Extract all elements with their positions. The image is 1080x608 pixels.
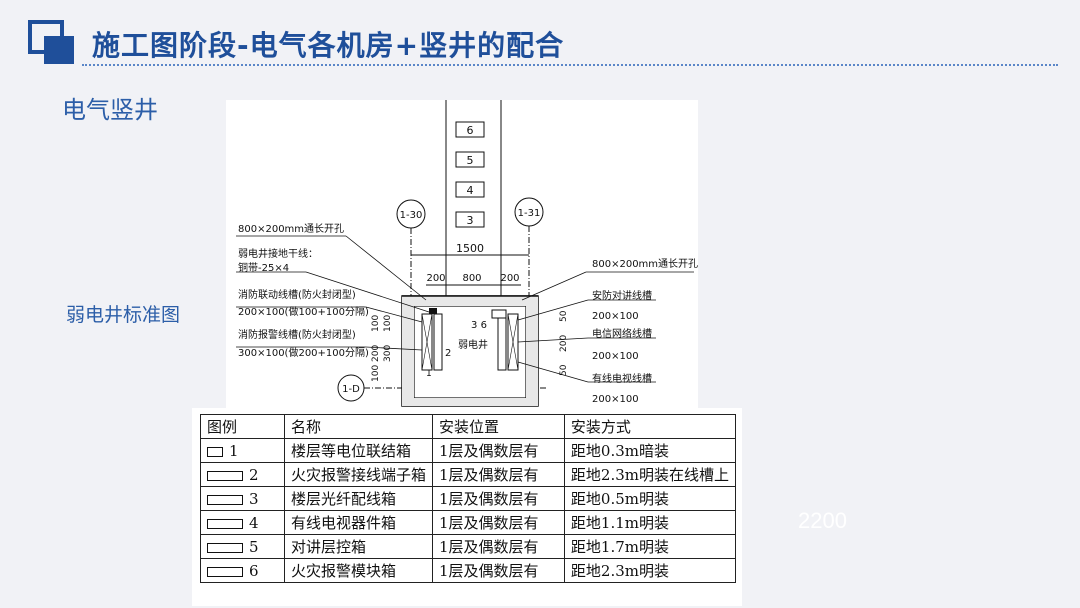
- table-row: 5 对讲层控箱 1层及偶数层有 距地1.7m明装: [200, 534, 737, 559]
- dim-mid: 800: [462, 273, 481, 284]
- drawing-caption: 弱电井标准图: [66, 304, 181, 326]
- note-right-0: 800×200mm通长开孔: [592, 258, 698, 270]
- legend-symbol: 1: [200, 438, 285, 463]
- stray-number: 2200: [798, 508, 847, 533]
- section-subtitle: 电气竖井: [62, 96, 158, 124]
- legend-header-method: 安装方式: [563, 414, 737, 439]
- floor-box-4: 4: [455, 181, 485, 198]
- legend-location: 1层及偶数层有: [431, 486, 565, 511]
- svg-text:4: 4: [467, 184, 474, 197]
- note-right-2: 200×100: [592, 311, 639, 322]
- legend-symbol: 2: [200, 462, 285, 487]
- table-row: 3 楼层光纤配线箱 1层及偶数层有 距地0.5m明装: [200, 486, 737, 511]
- svg-text:100: 100: [371, 365, 381, 382]
- svg-text:1: 1: [426, 369, 432, 379]
- svg-text:300: 300: [383, 345, 393, 362]
- svg-text:2: 2: [445, 348, 451, 359]
- legend-symbol: 5: [200, 534, 285, 559]
- legend-method: 距地1.7m明装: [563, 534, 737, 559]
- legend-panel: 图例 名称 安装位置 安装方式 1 楼层等电位联结箱 1层及偶数层有 距地0.3…: [192, 408, 742, 606]
- legend-symbol: 6: [200, 558, 285, 583]
- table-row: 2 火灾报警接线端子箱 1层及偶数层有 距地2.3m明装在线槽上: [200, 462, 737, 487]
- note-left-1: 弱电井接地干线：: [238, 247, 318, 260]
- left-cable-trays: 2 1: [421, 308, 451, 379]
- legend-name: 楼层等电位联结箱: [283, 438, 433, 463]
- dim-left: 200: [426, 273, 445, 284]
- svg-text:200: 200: [371, 345, 381, 362]
- legend-method: 距地0.5m明装: [563, 486, 737, 511]
- note-left-5: 消防报警线槽(防火封闭型): [238, 328, 356, 341]
- legend-symbol: 4: [200, 510, 285, 535]
- legend-name: 楼层光纤配线箱: [283, 486, 433, 511]
- box-symbol-icon: [207, 542, 243, 553]
- left-leaders: [236, 235, 430, 351]
- legend-name: 火灾报警模块箱: [283, 558, 433, 583]
- svg-text:100: 100: [383, 315, 393, 332]
- legend-header-symbol: 图例: [200, 414, 285, 439]
- note-left-2: 铜带-25×4: [238, 262, 289, 274]
- legend-method: 距地2.3m明装: [563, 558, 737, 583]
- note-right-5: 有线电视线槽: [592, 372, 652, 385]
- legend-header-location: 安装位置: [431, 414, 565, 439]
- note-left-4: 200×100(做100+100分隔): [238, 305, 369, 318]
- legend-method: 距地1.1m明装: [563, 510, 737, 535]
- axis-bubble-left: 1-30: [396, 199, 426, 300]
- svg-text:100: 100: [371, 315, 381, 332]
- svg-text:6: 6: [467, 124, 474, 137]
- legend-location: 1层及偶数层有: [431, 510, 565, 535]
- svg-text:1-30: 1-30: [400, 210, 423, 221]
- svg-text:5: 5: [467, 154, 474, 167]
- note-left-6: 300×100(做200+100分隔): [238, 346, 369, 359]
- legend-table: 图例 名称 安装位置 安装方式 1 楼层等电位联结箱 1层及偶数层有 距地0.3…: [200, 414, 737, 583]
- shaft-drawing: 6 5 4 3 1-30 1-31 1-D: [226, 100, 698, 412]
- dim-right: 200: [500, 273, 519, 284]
- note-right-1: 安防对讲线槽: [592, 289, 652, 302]
- note-left-3: 消防联动线槽(防火封闭型): [238, 288, 356, 301]
- legend-header-name: 名称: [283, 414, 433, 439]
- note-right-4: 200×100: [592, 351, 639, 362]
- table-row: 6 火灾报警模块箱 1层及偶数层有 距地2.3m明装: [200, 558, 737, 583]
- box-symbol-icon: [207, 518, 243, 529]
- legend-name: 有线电视器件箱: [283, 510, 433, 535]
- legend-header-row: 图例 名称 安装位置 安装方式: [200, 414, 737, 439]
- legend-name: 对讲层控箱: [283, 534, 433, 559]
- box-symbol-icon: [207, 494, 243, 505]
- svg-text:3: 3: [467, 214, 474, 227]
- note-left-0: 800×200mm通长开孔: [238, 223, 344, 235]
- title-divider: [82, 64, 1058, 66]
- legend-location: 1层及偶数层有: [431, 462, 565, 487]
- box-symbol-icon: [207, 446, 223, 457]
- svg-text:50: 50: [559, 364, 569, 376]
- legend-location: 1层及偶数层有: [431, 438, 565, 463]
- note-right-6: 200×100: [592, 394, 639, 405]
- legend-location: 1层及偶数层有: [431, 534, 565, 559]
- box-symbol-icon: [207, 470, 243, 481]
- svg-text:1-D: 1-D: [342, 384, 360, 395]
- svg-text:1-31: 1-31: [518, 208, 541, 219]
- shaft-walls: [401, 295, 539, 407]
- legend-symbol: 3: [200, 486, 285, 511]
- right-leaders: [517, 271, 694, 383]
- axis-bubble-right: 1-31: [514, 197, 544, 300]
- svg-text:200: 200: [559, 335, 569, 352]
- legend-method: 距地2.3m明装在线槽上: [563, 462, 737, 487]
- legend-name: 火灾报警接线端子箱: [283, 462, 433, 487]
- floor-box-5: 5: [455, 151, 485, 168]
- room-numbers: 3 6: [471, 320, 487, 331]
- page-title: 施工图阶段-电气各机房+竖井的配合: [92, 29, 565, 62]
- legend-method: 距地0.3m暗装: [563, 438, 737, 463]
- box-symbol-icon: [207, 566, 243, 577]
- logo-icon: [28, 20, 76, 64]
- table-row: 1 楼层等电位联结箱 1层及偶数层有 距地0.3m暗装: [200, 438, 737, 463]
- legend-location: 1层及偶数层有: [431, 558, 565, 583]
- room-name: 弱电井: [458, 338, 488, 351]
- floor-box-3: 3: [455, 211, 485, 228]
- note-right-3: 电信网络线槽: [592, 327, 652, 340]
- table-row: 4 有线电视器件箱 1层及偶数层有 距地1.1m明装: [200, 510, 737, 535]
- shaft-plan-svg: 6 5 4 3 1-30 1-31 1-D: [236, 100, 698, 407]
- floor-box-6: 6: [455, 121, 485, 138]
- dim-total: 1500: [456, 242, 484, 255]
- svg-text:50: 50: [559, 310, 569, 322]
- right-cable-trays: [491, 309, 519, 371]
